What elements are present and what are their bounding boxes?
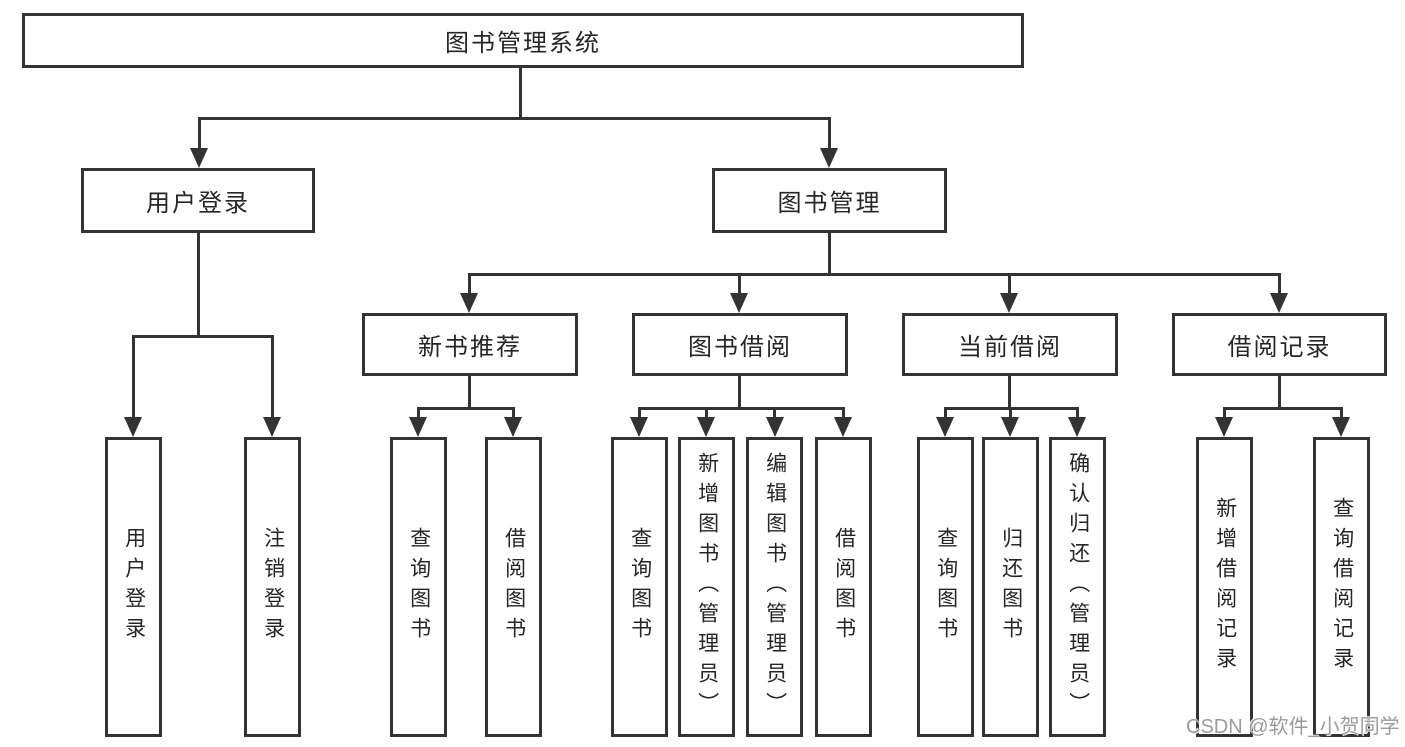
connector-drop [705, 407, 708, 417]
leaf-current-query-books: 查询图书 [917, 437, 974, 737]
node-borrow-records: 借阅记录 [1172, 313, 1387, 376]
arrow-down-icon [730, 293, 748, 313]
connector-drop-leaf-logout [271, 335, 274, 417]
node-current-borrow: 当前借阅 [902, 313, 1118, 376]
arrow-down-icon [1215, 417, 1233, 437]
connector-drop-records [1278, 273, 1281, 293]
leaf-add-borrow-record-label: 新增借阅记录 [1213, 497, 1237, 677]
leaf-recommend-borrow-books: 借阅图书 [485, 437, 542, 737]
leaf-borrow-query-books: 查询图书 [611, 437, 668, 737]
node-user-login-label: 用户登录 [146, 190, 250, 217]
arrow-down-icon [1332, 417, 1350, 437]
connector-drop [773, 407, 776, 417]
arrow-down-icon [460, 293, 478, 313]
leaf-borrow-books-label: 借阅图书 [832, 527, 856, 647]
leaf-edit-books-admin-label: 编辑图书（管理员） [763, 452, 787, 722]
node-book-borrow: 图书借阅 [632, 313, 848, 376]
arrow-down-icon [1270, 293, 1288, 313]
leaf-user-login: 用户登录 [105, 437, 162, 737]
connector-recommend-rail [417, 407, 515, 410]
leaf-add-books-admin: 新增图书（管理员） [678, 437, 735, 737]
node-borrow-records-label: 借阅记录 [1227, 334, 1332, 361]
arrow-down-icon [697, 417, 715, 437]
connector-drop-current [1008, 273, 1011, 293]
connector-drop [842, 407, 845, 417]
leaf-user-login-label: 用户登录 [122, 527, 146, 647]
node-book-management: 图书管理 [712, 168, 947, 233]
connector-drop-borrow [738, 273, 741, 293]
leaf-borrow-query-books-label: 查询图书 [628, 527, 652, 647]
connector-drop [1009, 407, 1012, 417]
connector-level3-rail [468, 273, 1281, 276]
node-book-management-label: 图书管理 [777, 190, 882, 217]
connector-book-management-stem [828, 233, 831, 273]
connector-drop [1340, 407, 1343, 417]
connector-recommend-stem [468, 376, 471, 407]
leaf-recommend-query-books-label: 查询图书 [407, 527, 431, 647]
connector-level2-rail [198, 117, 831, 120]
leaf-add-books-admin-label: 新增图书（管理员） [695, 452, 719, 722]
connector-user-login-stem [197, 233, 200, 335]
arrow-down-icon [936, 417, 954, 437]
node-root: 图书管理系统 [22, 13, 1024, 68]
leaf-logout: 注销登录 [244, 437, 301, 737]
node-new-book-recommend-label: 新书推荐 [418, 334, 522, 361]
node-book-borrow-label: 图书借阅 [688, 334, 792, 361]
leaf-recommend-borrow-books-label: 借阅图书 [502, 527, 526, 647]
arrow-down-icon [834, 417, 852, 437]
connector-drop [1076, 407, 1079, 417]
connector-borrow-stem [738, 376, 741, 407]
connector-drop-recommend [468, 273, 471, 293]
arrow-down-icon [263, 417, 281, 437]
leaf-add-borrow-record: 新增借阅记录 [1196, 437, 1253, 737]
csdn-watermark: CSDN @软件_小贺同学 [1186, 716, 1400, 738]
arrow-down-icon [1001, 417, 1019, 437]
leaf-current-query-books-label: 查询图书 [934, 527, 958, 647]
leaf-borrow-books: 借阅图书 [815, 437, 872, 737]
arrow-down-icon [630, 417, 648, 437]
leaf-query-borrow-record: 查询借阅记录 [1313, 437, 1370, 737]
connector-root-stem [519, 68, 522, 117]
connector-current-stem [1008, 376, 1011, 407]
connector-records-rail [1223, 407, 1343, 410]
connector-drop [512, 407, 515, 417]
connector-drop-book-management [828, 117, 831, 148]
leaf-return-books: 归还图书 [982, 437, 1039, 737]
connector-user-login-rail [132, 335, 274, 338]
leaf-confirm-return-admin-label: 确认归还（管理员） [1066, 452, 1090, 722]
arrow-down-icon [820, 148, 838, 168]
connector-borrow-rail [638, 407, 845, 410]
connector-drop [944, 407, 947, 417]
node-current-borrow-label: 当前借阅 [958, 334, 1062, 361]
arrow-down-icon [1000, 293, 1018, 313]
leaf-return-books-label: 归还图书 [999, 527, 1023, 647]
arrow-down-icon [766, 417, 784, 437]
connector-drop [638, 407, 641, 417]
node-new-book-recommend: 新书推荐 [362, 313, 578, 376]
node-root-label: 图书管理系统 [445, 30, 601, 57]
arrow-down-icon [190, 148, 208, 168]
connector-drop [417, 407, 420, 417]
connector-records-stem [1278, 376, 1281, 407]
leaf-edit-books-admin: 编辑图书（管理员） [746, 437, 803, 737]
connector-drop [1223, 407, 1226, 417]
leaf-query-borrow-record-label: 查询借阅记录 [1330, 497, 1354, 677]
leaf-confirm-return-admin: 确认归还（管理员） [1049, 437, 1106, 737]
leaf-recommend-query-books: 查询图书 [390, 437, 447, 737]
connector-drop-user-login [198, 117, 201, 148]
arrow-down-icon [409, 417, 427, 437]
arrow-down-icon [504, 417, 522, 437]
connector-drop-leaf-login [132, 335, 135, 417]
arrow-down-icon [1068, 417, 1086, 437]
leaf-logout-label: 注销登录 [261, 527, 285, 647]
arrow-down-icon [124, 417, 142, 437]
node-user-login: 用户登录 [81, 168, 315, 233]
